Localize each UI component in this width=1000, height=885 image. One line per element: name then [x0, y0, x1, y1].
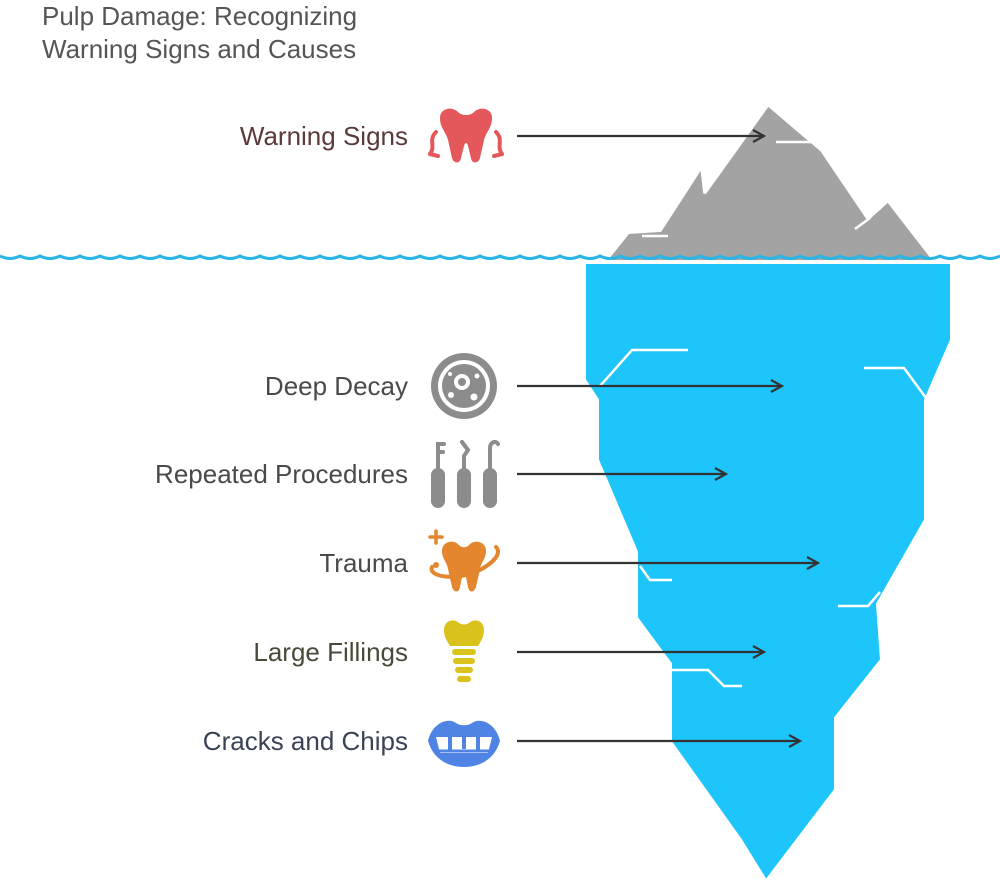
mouth-teeth-icon	[428, 720, 500, 767]
water-line	[0, 254, 1000, 260]
iceberg-body-highlight	[638, 565, 672, 582]
label-trauma: Trauma	[319, 548, 408, 578]
title-line-2: Warning Signs and Causes	[42, 34, 357, 64]
iceberg-body-highlight	[864, 366, 928, 399]
dental-tools-icon	[431, 439, 500, 508]
iceberg-body-highlight	[838, 591, 881, 608]
label-warning-signs: Warning Signs	[239, 121, 408, 151]
label-cracks-and-chips: Cracks and Chips	[202, 726, 408, 756]
tooth-trauma-icon	[428, 529, 500, 592]
decay-dish-icon	[431, 353, 497, 419]
diagram-title: Pulp Damage: Recognizing Warning Signs a…	[42, 0, 357, 66]
label-repeated-procedures: Repeated Procedures	[155, 459, 408, 489]
label-large-fillings: Large Fillings	[253, 637, 408, 667]
label-deep-decay: Deep Decay	[264, 371, 408, 401]
title-line-1: Pulp Damage: Recognizing	[42, 1, 358, 31]
iceberg-tip	[602, 102, 938, 264]
dental-implant-icon	[444, 620, 484, 682]
iceberg-body	[582, 260, 954, 884]
tooth-warning-icon	[428, 108, 504, 163]
iceberg-body-highlight	[670, 668, 742, 688]
iceberg-body-highlight	[599, 348, 688, 387]
iceberg-tip-highlight	[854, 216, 871, 231]
